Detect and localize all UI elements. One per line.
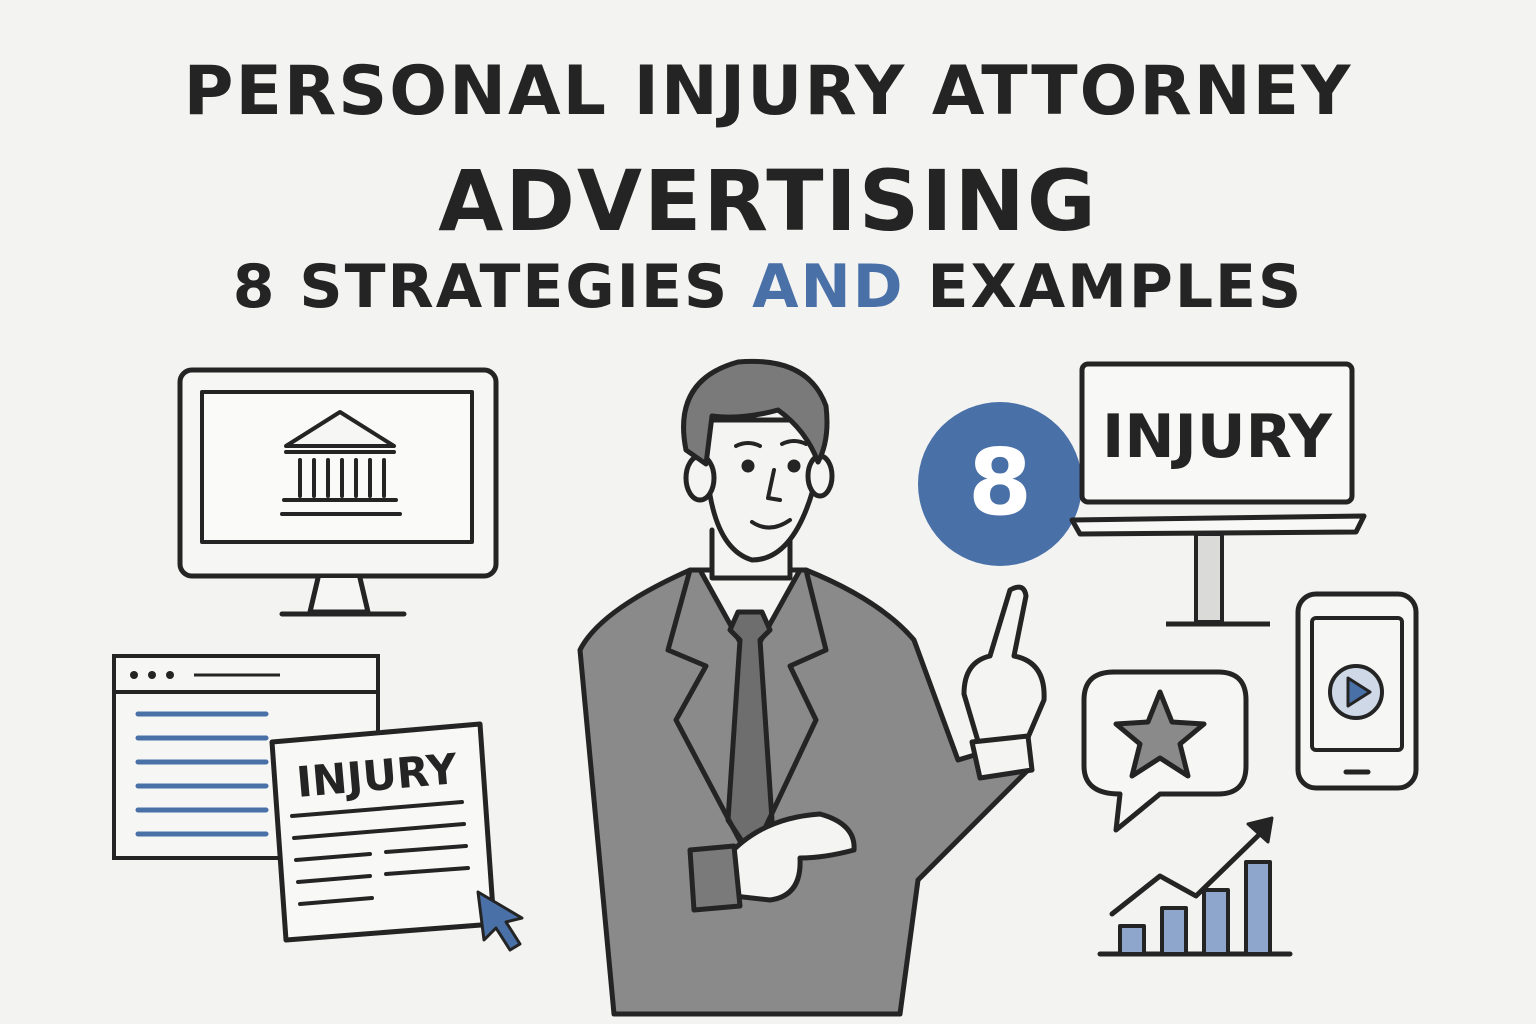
trend-arrow-icon	[1109, 816, 1274, 917]
billboard-text: INJURY	[1102, 402, 1334, 472]
attorney-figure	[577, 358, 1047, 1017]
billboard: INJURY	[1069, 361, 1367, 627]
title-line-3-accent: AND	[752, 252, 905, 322]
star-icon	[1113, 689, 1207, 779]
growth-chart	[1097, 816, 1293, 957]
title-line-2: ADVERTISING	[438, 152, 1098, 250]
badge-number: 8	[968, 429, 1032, 536]
desktop-monitor	[177, 367, 499, 617]
phone	[1295, 591, 1419, 791]
title-line-3: 8 STRATEGIES AND EXAMPLES	[0, 252, 1536, 322]
title-line-1: PERSONAL INJURY ATTORNEY	[183, 52, 1353, 131]
play-icon	[1328, 664, 1384, 720]
title-line-3-pre: 8 STRATEGIES	[232, 252, 753, 322]
courthouse-icon	[280, 410, 402, 516]
review-bubble	[1081, 669, 1249, 833]
number-badge: 8	[918, 402, 1082, 566]
newspaper: INJURY	[269, 721, 524, 952]
cursor-icon	[476, 890, 524, 952]
title-line-3-post: EXAMPLES	[904, 252, 1304, 322]
